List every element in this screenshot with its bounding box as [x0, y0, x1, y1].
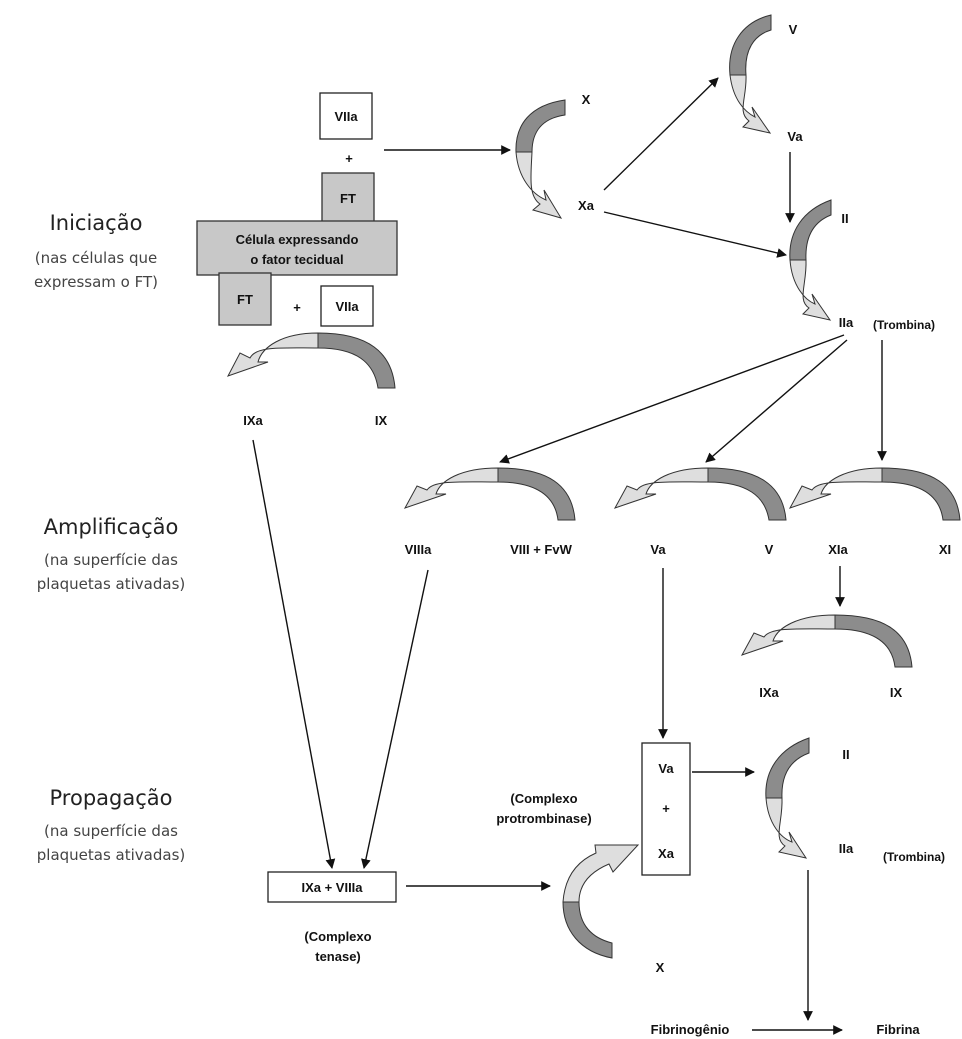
viia-bottom-box: [320, 285, 374, 327]
ii-propagation-label: II: [842, 747, 849, 762]
fibrinogen-label: Fibrinogênio: [651, 1022, 730, 1037]
tenase-label-line2: tenase): [315, 949, 361, 964]
viiia-label: VIIIa: [405, 542, 433, 557]
thrombin-feedback-arrows: [499, 334, 887, 464]
xi-label: XI: [939, 542, 951, 557]
tenase-box-label: IXa + VIIIa: [301, 880, 363, 895]
phase-title-propagation: Propagação: [50, 786, 173, 810]
prothrombinase-box: [641, 742, 691, 876]
fibrin-label: Fibrina: [876, 1022, 920, 1037]
tissue-factor-cell: VIIa + FT Célula expressando o fator tec…: [196, 92, 398, 327]
xi-activation-arc: [788, 467, 961, 521]
plus-bottom-sign: +: [293, 300, 301, 315]
ix-amplification-label: IX: [890, 685, 903, 700]
prothrombinase-plus-sign: +: [662, 801, 670, 816]
v-amplification-arc: [613, 467, 787, 521]
viii-activation-arc: [403, 467, 576, 521]
xa-initiation-label: Xa: [578, 198, 595, 213]
thrombin-initiation-label: (Trombina): [873, 318, 935, 332]
prothrombinase-label-line1: (Complexo: [510, 791, 577, 806]
iia-propagation-label: IIa: [839, 841, 854, 856]
viia-top-box: [319, 92, 373, 140]
phase-sub2-propagation: plaquetas ativadas): [37, 846, 185, 864]
ii-initiation-label: II: [841, 211, 848, 226]
ix-initiation-label: IX: [375, 413, 388, 428]
ixa-initiation-label: IXa: [243, 413, 263, 428]
x-propagation-arc: [562, 844, 640, 959]
plus-top-sign: +: [345, 151, 353, 166]
ii-propagation-arc: [765, 737, 810, 859]
ix-activation-arc: [226, 332, 396, 389]
x-initiation-label: X: [582, 92, 591, 107]
phase-sub2-initiation: expressam o FT): [34, 273, 158, 291]
va-amplification-label: Va: [650, 542, 666, 557]
ix-amplification-arc: [740, 614, 913, 668]
v-initiation-label: V: [789, 22, 798, 37]
viia-bottom-label: VIIa: [335, 299, 359, 314]
phase-sub1-propagation: (na superfície das: [44, 822, 178, 840]
phase-sub1-initiation: (nas células que: [35, 249, 157, 267]
viii-fvw-label: VIII + FvW: [510, 542, 572, 557]
phase-title-initiation: Iniciação: [50, 211, 143, 235]
xia-label: XIa: [828, 542, 848, 557]
ft-bottom-label: FT: [237, 292, 253, 307]
prothrombinase-label-line2: protrombinase): [496, 811, 591, 826]
tenase-label-line1: (Complexo: [304, 929, 371, 944]
prothrombinase-va-label: Va: [658, 761, 674, 776]
phase-sub2-amplification: plaquetas ativadas): [37, 575, 185, 593]
phase-amplification: Amplificação (na superfície das plaqueta…: [37, 515, 185, 593]
iia-initiation-label: IIa: [839, 315, 854, 330]
tenase-box: [267, 871, 397, 903]
v-amplification-label: V: [765, 542, 774, 557]
phase-sub1-amplification: (na superfície das: [44, 551, 178, 569]
cell-label-line2: o fator tecidual: [250, 252, 343, 267]
propagation-input-arrows: [252, 439, 668, 869]
cell-label-line1: Célula expressando: [236, 232, 359, 247]
va-initiation-label: Va: [787, 129, 803, 144]
phase-title-amplification: Amplificação: [44, 515, 179, 539]
phase-propagation: Propagação (na superfície das plaquetas …: [37, 786, 185, 864]
ft-top-box: [321, 172, 375, 224]
initiation-arrows: [384, 77, 795, 258]
thrombin-propagation-label: (Trombina): [883, 850, 945, 864]
x-propagation-label: X: [656, 960, 665, 975]
v-activation-arc: [729, 14, 772, 134]
ii-activation-arc: [789, 199, 832, 321]
viia-top-label: VIIa: [334, 109, 358, 124]
x-activation-arc: [515, 99, 566, 219]
phase-initiation: Iniciação (nas células que expressam o F…: [34, 211, 158, 291]
cell-box: [196, 220, 398, 276]
ft-top-label: FT: [340, 191, 356, 206]
prothrombinase-xa-label: Xa: [658, 846, 675, 861]
ixa-amplification-label: IXa: [759, 685, 779, 700]
ft-bottom-box: [218, 272, 272, 326]
